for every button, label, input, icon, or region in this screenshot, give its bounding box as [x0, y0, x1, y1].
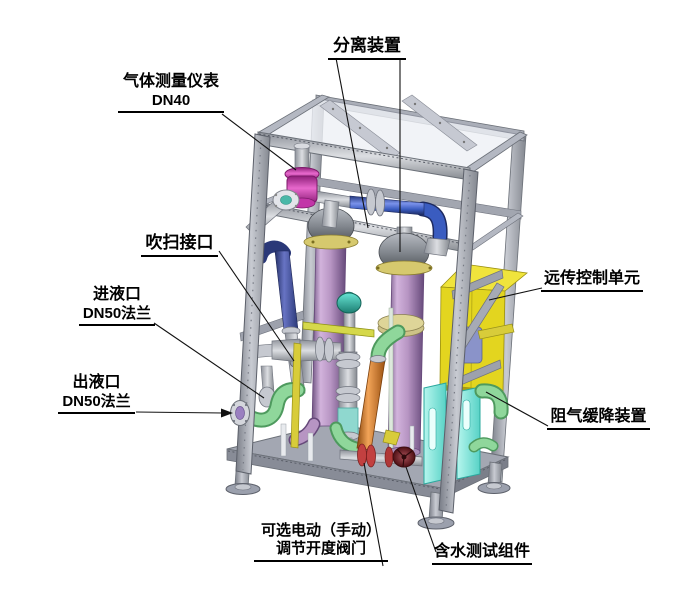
- separator-dome-right: [375, 226, 433, 276]
- label-gas-meter: 气体测量仪表 DN40: [118, 72, 224, 113]
- transmitter-instrument: [336, 292, 362, 314]
- top-gas-piping: [315, 188, 451, 257]
- mid-manifold-pipe: [249, 336, 342, 363]
- callout-leader-lines: [135, 57, 549, 567]
- label-liquid-inlet: 进液口 DN50法兰: [79, 285, 155, 326]
- label-gas-barrier-buffer: 阻气缓降装置: [547, 407, 650, 430]
- leader-arrowhead: [221, 408, 233, 418]
- label-liquid-inlet-line2: DN50法兰: [82, 304, 152, 322]
- label-liquid-outlet: 出液口 DN50法兰: [58, 373, 135, 414]
- adjustable-control-valve: [339, 443, 423, 468]
- label-liquid-outlet-line1: 出液口: [72, 374, 121, 391]
- frame-front-posts: [235, 133, 479, 514]
- label-purge-port: 吹扫接口: [141, 233, 218, 257]
- label-liquid-outlet-line2: DN50法兰: [62, 392, 131, 410]
- label-adjustable-valve-line1: 可选电动（手动）: [260, 522, 381, 539]
- label-adjustable-valve: 可选电动（手动） 调节开度阀门: [254, 522, 388, 562]
- glass-roof-panel: [257, 94, 528, 181]
- support-brackets: [290, 323, 515, 449]
- liquid-outlet-flange: [230, 400, 250, 426]
- label-liquid-inlet-line1: 进液口: [92, 286, 141, 303]
- label-separation-device: 分离装置: [328, 36, 406, 60]
- label-water-test-module: 含水测试组件: [432, 542, 532, 565]
- gas-barrier-buffer-panels: [423, 382, 481, 485]
- label-adjustable-valve-line2: 调节开度阀门: [275, 540, 366, 558]
- label-gas-meter-line1: 气体测量仪表: [122, 73, 219, 90]
- label-gas-meter-line2: DN40: [151, 91, 191, 109]
- label-remote-control-unit: 远传控制单元: [541, 269, 643, 292]
